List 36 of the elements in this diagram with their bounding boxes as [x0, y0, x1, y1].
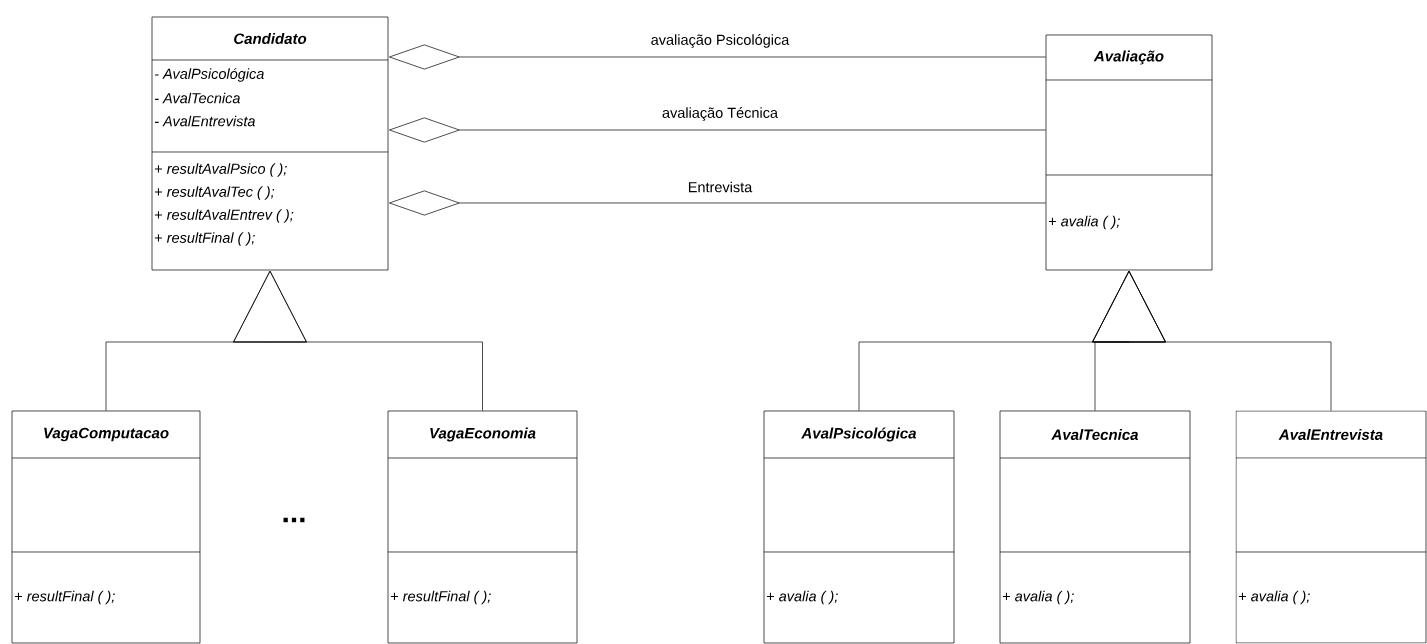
method-text: + avalia ( );	[1048, 215, 1120, 230]
method-text: + resultFinal ( );	[14, 590, 115, 605]
class-box	[151, 16, 389, 271]
class-name: AvalTecnica	[1051, 429, 1139, 440]
method-text: + resultFinal ( );	[390, 590, 491, 605]
method-text: + avalia ( );	[1002, 590, 1074, 605]
class-name: Avaliação	[1093, 50, 1164, 65]
attribute-text: - AvalEntrevista	[154, 115, 255, 127]
method-text: + resultAvalPsico ( );	[154, 163, 287, 177]
edge-label: Entrevista	[686, 180, 754, 194]
attribute-text: - AvalPsicológica	[154, 68, 264, 82]
class-name: VagaEconomia	[430, 427, 536, 442]
aggregation-line	[389, 117, 1046, 143]
class-name: Candidato	[234, 33, 307, 44]
method-text: + resultAvalEntrev ( );	[154, 209, 294, 223]
class-box	[999, 410, 1191, 644]
edge-label: avaliação Psicológica	[649, 33, 791, 49]
generalization-arrow	[1092, 270, 1332, 411]
class-box	[387, 410, 578, 644]
method-text: + avalia ( );	[1238, 590, 1310, 605]
aggregation-line	[389, 190, 1046, 216]
attribute-text: - AvalTecnica	[154, 92, 240, 104]
method-text: + resultFinal ( );	[154, 232, 255, 246]
class-box	[763, 410, 955, 644]
class-box	[1045, 34, 1213, 271]
edge-label: avaliação Técnica	[661, 106, 780, 122]
class-name: AvalPsicológica	[801, 427, 917, 442]
class-name: VagaComputacao	[44, 427, 169, 442]
class-box	[11, 410, 201, 644]
generalization-arrow	[233, 270, 483, 411]
class-box	[1235, 410, 1427, 644]
aggregation-line	[389, 44, 1046, 70]
class-name: AvalEntrevista	[1278, 429, 1383, 440]
ellipsis: ...	[283, 517, 305, 523]
method-text: + resultAvalTec ( );	[154, 186, 275, 200]
method-text: + avalia ( );	[766, 590, 838, 605]
